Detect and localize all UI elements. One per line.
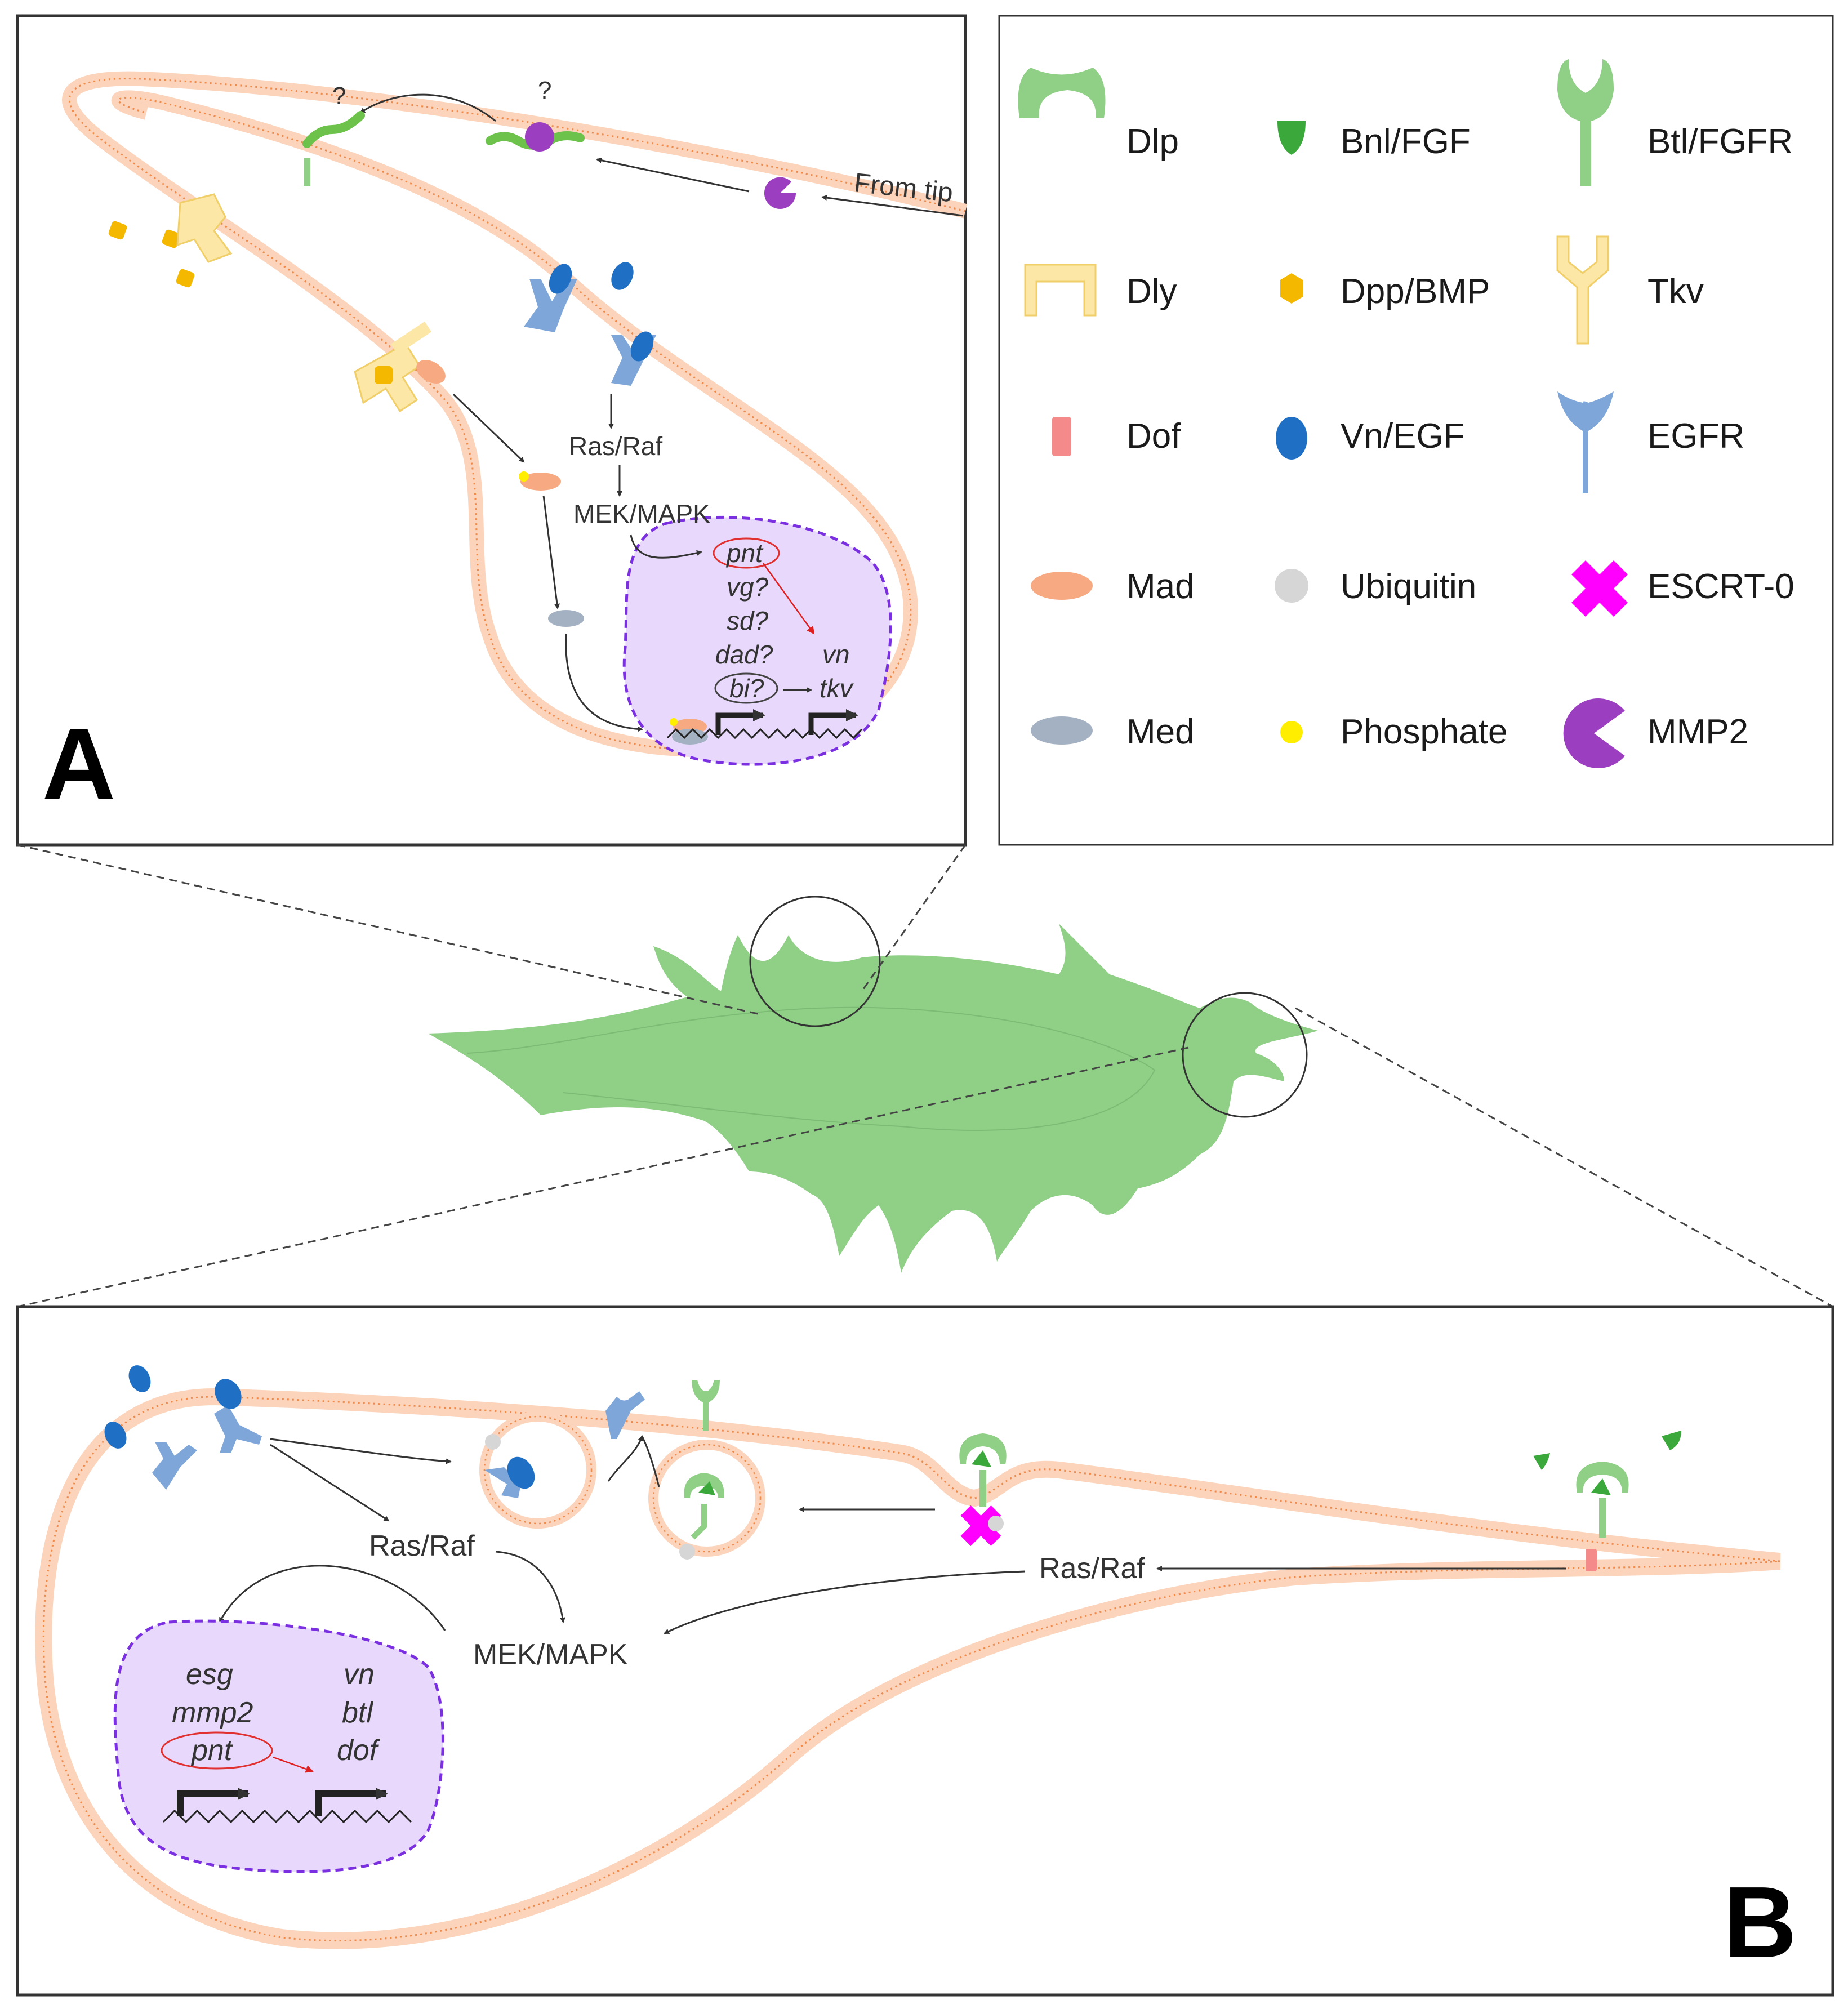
legend-label-vn-egf: Vn/EGF	[1341, 417, 1465, 456]
mmp2-icon-legend	[1563, 698, 1625, 768]
pnt-to-vn-arrow-b	[273, 1756, 314, 1773]
vn-egf-icon	[1276, 417, 1307, 460]
mad-med-arrow	[542, 495, 560, 609]
legend-label-escrt-0: ESCRT-0	[1647, 567, 1794, 606]
zoom-circle-a	[749, 896, 881, 1027]
panel-a-membrane	[62, 71, 968, 758]
legend-label-ubiquitin: Ubiquitin	[1341, 567, 1476, 606]
mek-mapk-a: MEK/MAPK	[573, 499, 710, 528]
gene-vg-a: vg?	[727, 572, 769, 602]
promoters-b	[162, 1788, 412, 1824]
recycling-arrow	[607, 1435, 644, 1482]
btl-group-b	[679, 1380, 1681, 1571]
mad-arrow	[452, 393, 525, 463]
dpp-group-top	[108, 193, 233, 288]
p-mad	[520, 473, 561, 491]
complex-med	[672, 729, 708, 745]
mmp2-arrow	[596, 157, 750, 193]
ras-to-mek-b-right	[664, 1570, 1026, 1634]
legend-label-dlp: Dlp	[1126, 122, 1179, 161]
tkv-icon	[1556, 235, 1609, 345]
egfr-icon	[1557, 391, 1614, 493]
gene-bi-a: bi?	[729, 674, 764, 703]
legend-label-med: Med	[1126, 712, 1195, 751]
question-mark-left: ?	[332, 82, 346, 110]
legend-label-btl-fgfr: Btl/FGFR	[1647, 122, 1793, 161]
phosphate-dot	[519, 471, 529, 482]
dlp-released: ?	[302, 82, 365, 186]
egfr-vn-b	[104, 1365, 645, 1498]
dof-icon	[1052, 417, 1071, 456]
panel-a: From tip ? ?	[16, 14, 968, 847]
bnl-fgf-icon	[1277, 121, 1306, 155]
zoom-lines	[17, 844, 1833, 1308]
ras-raf-b-right: Ras/Raf	[1039, 1552, 1145, 1585]
gene-tkv-a: tkv	[820, 674, 854, 703]
zoom-circle-b	[1182, 992, 1308, 1118]
dly-icon	[1024, 264, 1097, 317]
dpp-bmp-icon	[1280, 273, 1303, 304]
ras-raf-a: Ras/Raf	[569, 431, 662, 461]
gene-btl-b: btl	[342, 1696, 373, 1729]
dlp-cleaved: ?	[486, 77, 585, 152]
gene-sd-a: sd?	[727, 606, 769, 635]
legend-label-dof: Dof	[1126, 417, 1181, 456]
mad-icon	[1031, 572, 1093, 600]
tkv-complex	[354, 321, 446, 413]
legend-label-bnl-fgf: Bnl/FGF	[1341, 122, 1471, 161]
egfr-signal-arrow-b	[270, 1444, 390, 1522]
pnt-to-vn-arrow-a	[762, 563, 815, 635]
legend-label-phosphate: Phosphate	[1341, 712, 1507, 751]
legend-label-mmp2: MMP2	[1647, 712, 1748, 751]
panel-a-nucleus	[622, 516, 892, 766]
mapk-to-nucleus-b	[219, 1565, 446, 1631]
bi-ring-a	[714, 672, 778, 704]
panel-b-letter: B	[1724, 1866, 1797, 1979]
panel-b-nucleus	[113, 1619, 444, 1873]
ras-to-mek-b-left	[495, 1551, 565, 1623]
phosphate-icon	[1280, 721, 1303, 743]
escrt-0-icon	[1571, 560, 1628, 617]
gene-pnt-b: pnt	[190, 1734, 234, 1767]
legend-label-tkv: Tkv	[1647, 272, 1704, 311]
gene-pnt-a: pnt	[725, 538, 764, 568]
legend-frame	[998, 15, 1834, 846]
release-arrow	[359, 93, 496, 122]
complex-arrow	[565, 633, 643, 732]
btl-fgfr-icon	[1557, 59, 1614, 186]
legend-label-dpp-bmp: Dpp/BMP	[1341, 272, 1490, 311]
pnt-ring-a	[713, 537, 780, 569]
dlp-icon	[1018, 68, 1106, 118]
med-icon	[1031, 716, 1093, 745]
mmp2-icon	[764, 177, 796, 209]
promoters-a	[666, 709, 863, 740]
egfr-vn-a	[524, 262, 656, 386]
panel-b: Ras/Raf Ras/Raf MEK/MAPK esg mmp2 pnt vn…	[16, 1305, 1834, 1997]
ras-raf-b-left: Ras/Raf	[369, 1530, 475, 1562]
legend-label-egfr: EGFR	[1647, 417, 1744, 456]
gene-esg-b: esg	[186, 1658, 233, 1691]
question-mark-right: ?	[538, 77, 551, 104]
legend: Dlp Bnl/FGF Btl/FGFR Dly Dpp/BMP Tkv Dof…	[998, 15, 1834, 846]
egfr-internalize-arrow	[270, 1438, 452, 1464]
gene-vn-a: vn	[822, 640, 850, 669]
gene-dof-b: dof	[337, 1734, 380, 1767]
pnt-ring-b	[161, 1731, 273, 1770]
gene-dad-a: dad?	[715, 640, 773, 669]
legend-label-mad: Mad	[1126, 567, 1195, 606]
legend-label-dly: Dly	[1126, 272, 1177, 311]
panel-a-letter: A	[42, 707, 115, 821]
ubiquitin-icon	[1275, 569, 1308, 603]
from-tip-arrow	[821, 195, 964, 217]
gene-mmp2-b: mmp2	[172, 1696, 253, 1729]
mek-mapk-b: MEK/MAPK	[473, 1638, 628, 1671]
mapk-to-pnt-a	[630, 534, 702, 559]
gene-vn-b: vn	[344, 1658, 375, 1691]
med-a	[548, 610, 584, 627]
cell-inner-line	[467, 1006, 1156, 1131]
cell-body	[428, 924, 1318, 1273]
panel-b-membrane-dots	[42, 1396, 1780, 1942]
cell	[17, 844, 1833, 1308]
